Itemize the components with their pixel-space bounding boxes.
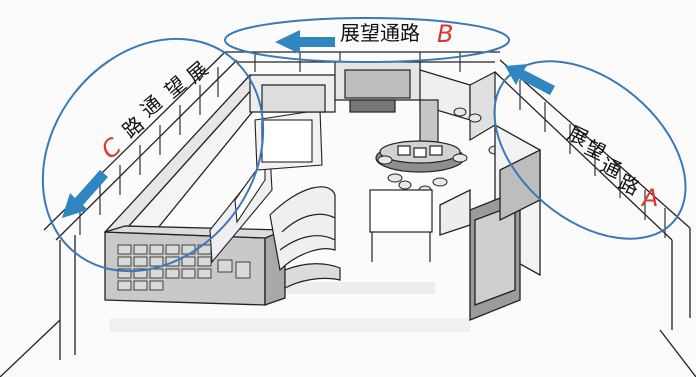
arrows: [62, 30, 555, 218]
panel-grid: [117, 244, 251, 291]
ellipse-b: [224, 17, 510, 63]
passage-c-char-4: 路: [118, 112, 149, 143]
passage-c-letter: C: [96, 132, 127, 164]
passage-c-char-1: 展: [182, 57, 213, 88]
display-board: [369, 189, 433, 262]
right-wall: [439, 123, 541, 321]
passage-b-letter: B: [437, 20, 453, 48]
ellipse-c: [41, 37, 265, 273]
inner-left-panels: [209, 109, 323, 264]
passage-a-letter: A: [640, 184, 658, 212]
ramp: [269, 186, 341, 289]
passage-ellipses: [41, 17, 687, 273]
ghost-text: [110, 282, 470, 332]
ellipse-a: [493, 60, 687, 240]
passage-a-char-4: 路: [615, 170, 643, 200]
arrow-down-left-icon: [62, 170, 108, 218]
arrow-up-left-icon: [505, 64, 555, 95]
arrow-left-icon: [275, 30, 335, 54]
railing-posts-left: [79, 67, 219, 235]
central-desk: [375, 99, 465, 173]
railing-posts-right: [519, 80, 666, 238]
passage-c-char-2: 望: [160, 72, 191, 103]
passage-c-char-3: 通: [136, 91, 167, 122]
passage-b-label: 展望通路: [340, 21, 420, 45]
